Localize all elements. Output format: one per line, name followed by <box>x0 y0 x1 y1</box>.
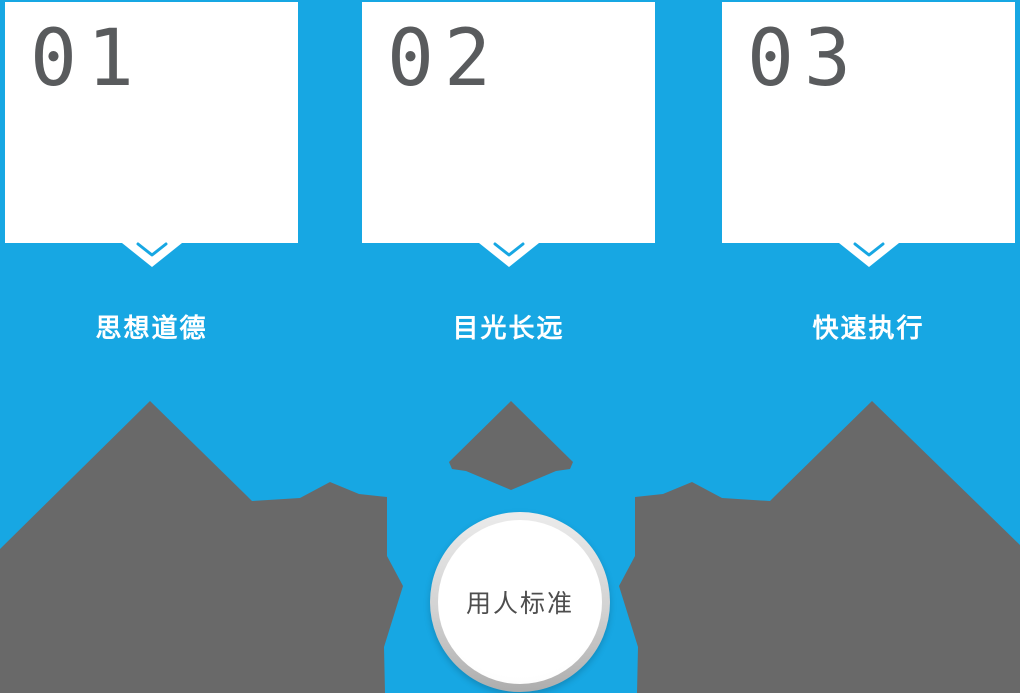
chevron-down-icon <box>853 242 884 257</box>
right-mountain-arrow-shape <box>619 401 1020 693</box>
step-unit-2: 02 目光长远 <box>362 0 655 693</box>
step-number-2: 02 <box>387 14 501 104</box>
step-unit-3: 03 快速执行 <box>722 0 1015 693</box>
center-diamond-arrow-shape <box>449 401 573 490</box>
chevron-down-icon <box>136 242 167 257</box>
step-card-3: 03 <box>722 2 1015 243</box>
left-mountain-arrow-shape <box>0 401 403 693</box>
step-label-3: 快速执行 <box>812 314 925 344</box>
step-label-2: 目光长远 <box>452 314 565 344</box>
step-card-2: 02 <box>362 2 655 243</box>
step-unit-1: 01 思想道德 <box>5 0 298 693</box>
center-circle-badge: 用人标准 <box>430 512 610 692</box>
chevron-down-icon <box>493 242 524 257</box>
center-circle-face: 用人标准 <box>438 520 602 684</box>
step-card-1: 01 <box>5 2 298 243</box>
step-number-3: 03 <box>747 14 861 104</box>
step-label-1: 思想道德 <box>95 314 208 344</box>
step-number-1: 01 <box>30 14 144 104</box>
center-circle-label: 用人标准 <box>465 589 574 618</box>
